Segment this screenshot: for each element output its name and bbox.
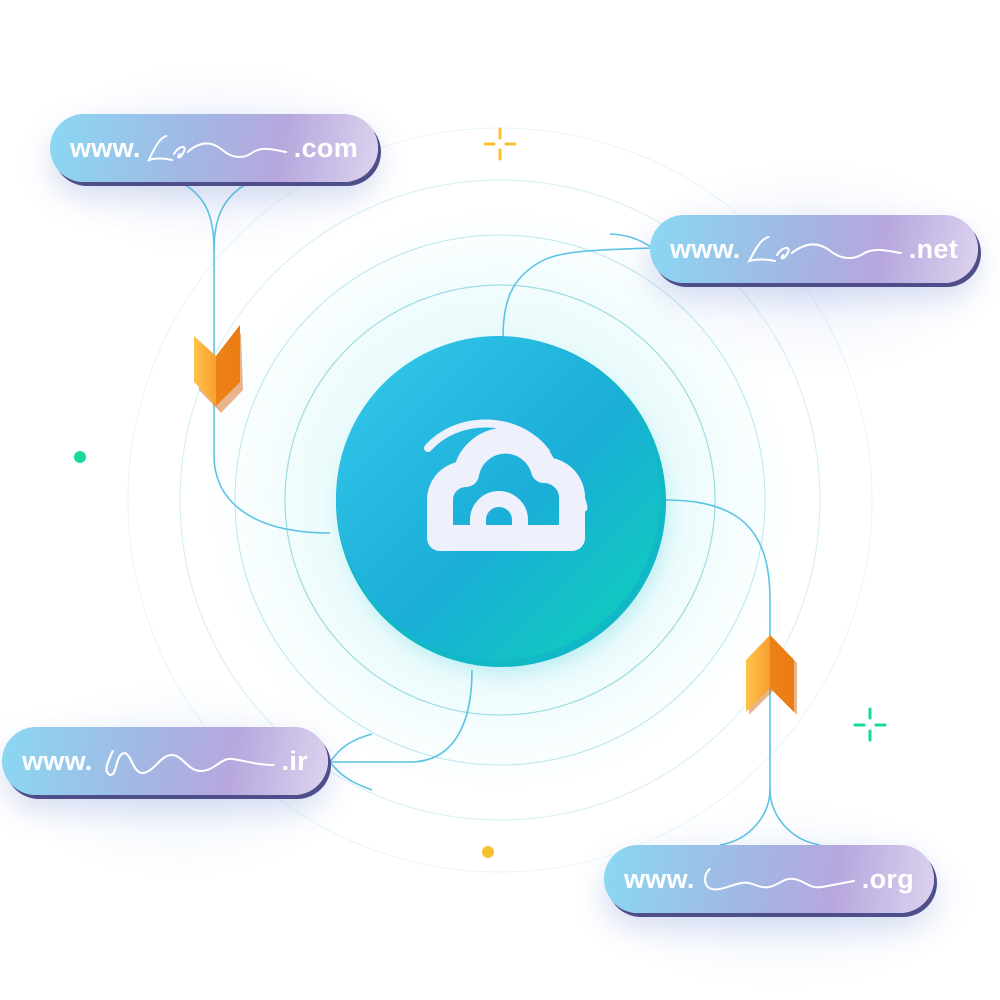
cloud-icon <box>424 419 588 551</box>
connector-ir-fork-a <box>329 761 373 791</box>
domain-suffix: .ir <box>281 745 308 776</box>
connectors <box>179 181 821 846</box>
connector-net <box>502 247 654 339</box>
ring-1 <box>284 284 716 716</box>
signature-scribble <box>105 750 275 777</box>
connector-org-fork <box>769 789 821 846</box>
signature-scribble <box>746 236 902 263</box>
concentric-rings <box>127 127 873 873</box>
domain-pill-com[interactable]: www. .com <box>50 114 378 182</box>
domain-prefix: www. <box>70 132 141 163</box>
ring-2 <box>234 234 766 766</box>
sparkle-icon-yellow <box>483 127 517 161</box>
domain-pill-ir[interactable]: www. .ir <box>2 727 328 795</box>
connector-com-fork <box>213 181 251 251</box>
domain-prefix: www. <box>624 863 695 894</box>
connector-ir-fork-b <box>329 733 373 763</box>
domain-suffix: .net <box>908 233 958 264</box>
ring-3 <box>179 179 821 821</box>
connector-net-fork <box>609 233 654 249</box>
connector-com <box>179 181 331 534</box>
chevron-down-arrow-icon <box>194 325 243 413</box>
connector-ir <box>330 669 473 763</box>
domain-pill-net[interactable]: www. .net <box>650 215 978 283</box>
dot-yellow <box>482 846 494 858</box>
domain-prefix: www. <box>670 233 741 264</box>
domain-suffix: .org <box>861 863 914 894</box>
signature-scribble <box>146 135 287 162</box>
domain-prefix: www. <box>22 745 93 776</box>
domain-pill-org[interactable]: www. .org <box>604 845 934 913</box>
signature-scribble <box>703 868 855 891</box>
connector-org <box>664 499 771 846</box>
domain-suffix: .com <box>293 132 358 163</box>
dot-green <box>74 451 86 463</box>
sparkle-icon-green <box>853 707 887 742</box>
chevron-up-arrow-icon <box>746 635 797 715</box>
